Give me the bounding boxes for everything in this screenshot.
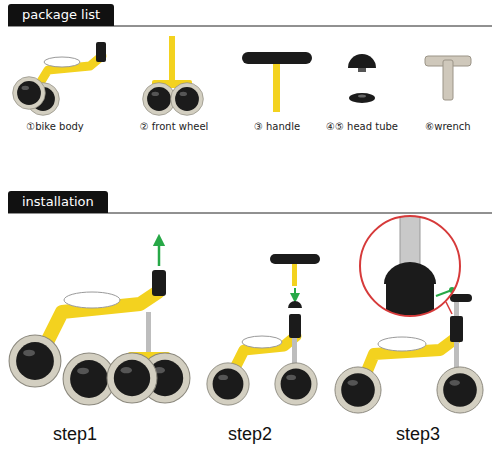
- step3-illustration: [335, 210, 483, 413]
- front-wheel: [107, 353, 157, 403]
- front-wheel-part: [143, 36, 204, 115]
- step-label: step1: [53, 424, 97, 446]
- front-wheel: [275, 363, 317, 405]
- head-tube-part: [348, 54, 376, 103]
- wheel-stem: [146, 312, 151, 358]
- zoom-circle: [360, 216, 460, 316]
- head-ring: [349, 93, 375, 103]
- assembly-arrow: [158, 240, 161, 266]
- bike-seat: [44, 57, 80, 67]
- head-tube: [152, 270, 166, 296]
- bike-seat: [64, 292, 120, 308]
- handle-stem: [292, 264, 297, 286]
- wrench-part: [425, 56, 471, 100]
- part-caption: ③ handle: [254, 121, 300, 133]
- assembly-arrow: [294, 288, 296, 298]
- head-tube: [450, 316, 463, 342]
- section-tab: installation: [8, 191, 108, 213]
- bike-frame: [40, 292, 158, 356]
- wheel-stem: [169, 36, 175, 82]
- handle-stem: [273, 60, 280, 112]
- zoom-head-tube: [386, 284, 434, 324]
- rear-wheel: [207, 363, 249, 405]
- rear-wheel: [13, 77, 46, 110]
- step-label: step3: [396, 424, 440, 446]
- head-tube: [289, 314, 301, 338]
- zoom-stem: [400, 210, 420, 270]
- wrench-shaft: [443, 60, 453, 100]
- bike-body-part: [13, 42, 106, 115]
- bike-seat: [378, 337, 426, 351]
- section-title: package list: [22, 7, 100, 22]
- zoom-leader: [446, 302, 452, 314]
- bike-seat: [242, 336, 282, 348]
- handle-part: [242, 52, 312, 112]
- part-caption: ④⑤ head tube: [326, 121, 398, 133]
- head-cap: [288, 301, 302, 308]
- handle-grip: [242, 52, 312, 64]
- part-caption: ② front wheel: [140, 121, 209, 133]
- rear-wheel: [9, 335, 61, 387]
- section-tab: package list: [8, 4, 114, 26]
- rear-wheel: [335, 367, 381, 413]
- front-wheel: [437, 367, 483, 413]
- head-ring-hole: [358, 94, 366, 97]
- part-caption: ⑥wrench: [425, 121, 470, 133]
- handle-grip: [270, 254, 320, 264]
- part-caption: ①bike body: [26, 121, 84, 133]
- head-tube: [96, 42, 106, 62]
- head-cap-neck: [358, 68, 366, 72]
- zoom-head-cap: [384, 262, 436, 284]
- step1-illustration: [9, 240, 190, 405]
- handle-stem: [454, 300, 459, 316]
- step-label: step2: [228, 424, 272, 446]
- step2-illustration: [207, 254, 320, 405]
- head-cap: [348, 54, 376, 68]
- zoom-detail: [384, 210, 455, 324]
- section-title: installation: [22, 194, 94, 209]
- handle-grip: [450, 294, 472, 302]
- front-wheel: [171, 83, 204, 116]
